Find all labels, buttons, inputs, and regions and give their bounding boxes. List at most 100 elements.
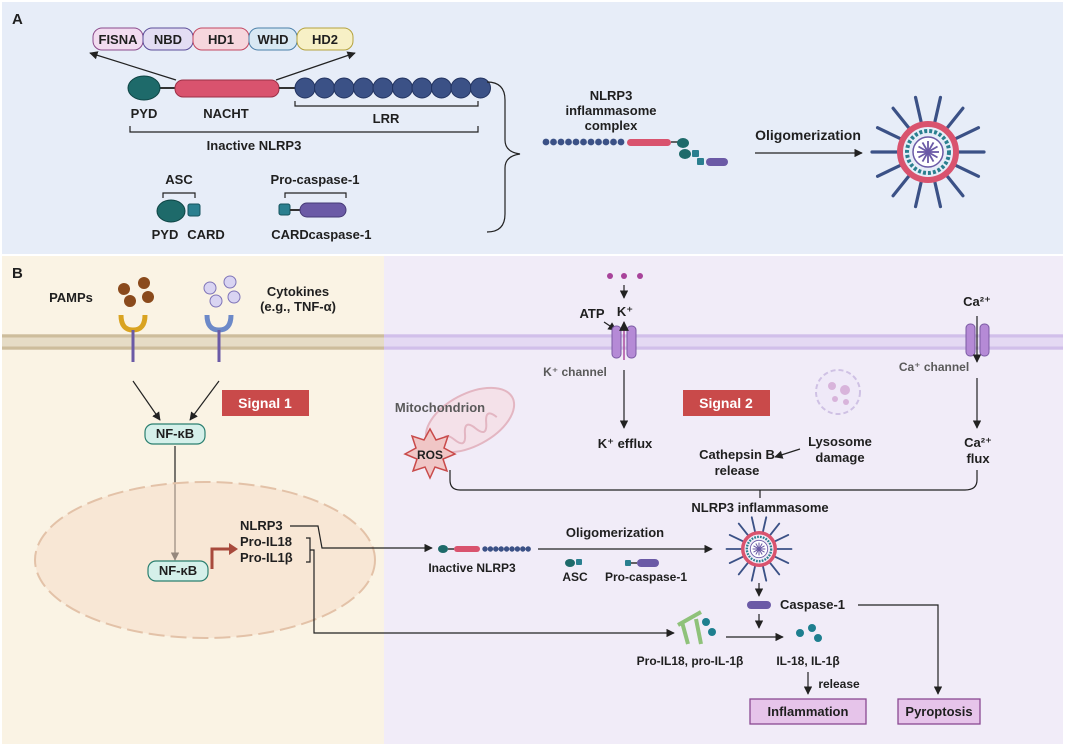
oligomer-core-spoke <box>921 151 929 162</box>
oligomer-core-spoke <box>927 151 938 159</box>
ca-flux-label-line1: Ca²⁺ <box>964 435 992 450</box>
small-procasp-domain <box>637 559 659 567</box>
k-channel-label: K⁺ channel <box>543 365 607 379</box>
il-dot <box>796 629 804 637</box>
asc-card-domain <box>187 203 201 217</box>
procasp-caspase-domain <box>299 202 347 218</box>
domain-hd1-label: HD1 <box>208 32 234 47</box>
lrr-bead <box>392 77 413 99</box>
domain-boxes: FISNA NBD HD1 WHD HD2 <box>92 27 354 51</box>
mitochondrion-label: Mitochondrion <box>395 400 485 415</box>
gene-proil1b-label: Pro-IL1β <box>240 550 293 565</box>
cytokine-to-nfkb-arrow <box>189 380 220 421</box>
oligomer-spoke <box>773 555 790 565</box>
domain-whd-label: WHD <box>257 32 288 47</box>
small-lrr-bead <box>520 546 526 552</box>
asc-pyd-label: PYD <box>152 227 179 242</box>
complex-lrr-bead <box>565 138 572 146</box>
oligomer-core-spoke <box>918 151 929 159</box>
lrr-bead <box>470 77 491 99</box>
cytokine-molecules <box>203 275 241 308</box>
pyroptosis-box <box>897 698 981 725</box>
lrr-bead <box>431 77 452 99</box>
pamp-to-nfkb-arrow <box>132 380 161 421</box>
ca-flux-label-line2: flux <box>966 451 990 466</box>
k-channel-right <box>626 325 637 359</box>
oligomer-spoke <box>875 163 903 178</box>
complex-label-line2: inflammasome <box>565 103 656 118</box>
complex-lrr-bead <box>595 138 602 146</box>
ros-burst-icon <box>403 427 457 480</box>
pro-il-bar <box>694 618 703 645</box>
small-pyd <box>438 545 448 553</box>
complex-casp-card <box>697 158 704 165</box>
lrr-bead <box>294 77 316 99</box>
caspase1-mark <box>747 601 771 609</box>
cytokines-label-line2: (e.g., TNF-α) <box>260 299 336 314</box>
oligomer-core-spoke <box>918 145 929 153</box>
domain-fisna-label: FISNA <box>99 32 139 47</box>
complex-lrr-bead <box>610 138 617 146</box>
nfkb-cytoplasm-box <box>144 423 206 445</box>
cytokine-dot <box>223 275 237 289</box>
il-dot <box>814 634 822 642</box>
complex-asc-card <box>692 150 699 157</box>
asc-pyd-domain <box>156 199 186 223</box>
signal2-label: Signal 2 <box>699 395 753 411</box>
ca-channel-right <box>979 323 990 357</box>
pamps-label: PAMPs <box>49 290 93 305</box>
lrr-bead <box>333 77 355 99</box>
gene-nlrp3-label: NLRP3 <box>240 518 283 533</box>
asc-b-label: ASC <box>562 570 588 584</box>
oligomer-spoke <box>737 561 750 576</box>
complex-label-line1: NLRP3 <box>590 88 633 103</box>
pamp-dot <box>142 291 154 303</box>
nfkb-nucleus-label: NF-κB <box>159 563 197 578</box>
procasp-caspase-label: caspase-1 <box>309 227 372 242</box>
lysosome-membrane <box>815 369 861 415</box>
il-molecules <box>796 624 822 642</box>
oligomer-core-spoke <box>758 543 763 550</box>
ca-ion-label: Ca²⁺ <box>963 294 991 309</box>
complex-caspase <box>706 158 728 166</box>
mitochondrion-cristae <box>442 412 498 446</box>
lysosome-label-line2: damage <box>815 450 864 465</box>
nlrp3-inflammasome-label: NLRP3 inflammasome <box>691 500 828 515</box>
oligomer-spoke <box>768 561 781 576</box>
caspase-to-pyroptosis-arrow <box>858 604 943 695</box>
pro-il-label: Pro-IL18, pro-IL-1β <box>637 654 744 668</box>
caspase1-label: Caspase-1 <box>780 597 845 612</box>
cathepsin-label-line2: release <box>715 463 760 478</box>
oligomer-core-spoke <box>753 548 760 553</box>
oligomer-spoke <box>913 95 923 125</box>
small-procasp-card <box>625 560 631 566</box>
oligomer-spoke <box>875 126 903 141</box>
lrr-bead <box>450 77 472 99</box>
oligomer-spoke <box>891 173 911 198</box>
oligomer-spoke <box>891 106 911 131</box>
ros-label: ROS <box>417 448 443 462</box>
oligomer-spoke <box>728 533 745 543</box>
cytokine-dot <box>227 290 241 304</box>
pro-il-dot <box>702 618 710 626</box>
oligomer-spoke <box>933 95 943 125</box>
nlrp3-to-inactive-arrow <box>290 525 433 553</box>
oligomer-core-spoke <box>927 151 935 162</box>
oligomer-asc-ring <box>905 129 951 175</box>
small-lrr-bead <box>503 546 510 552</box>
oligomerization-a-label: Oligomerization <box>755 127 861 143</box>
complex-lrr-bead <box>572 138 580 146</box>
oligomer-spoke <box>773 533 790 543</box>
nacht-label: NACHT <box>203 106 249 121</box>
inactive-nlrp3-small <box>438 545 531 553</box>
atp-dot <box>607 273 613 279</box>
procasp-title: Pro-caspase-1 <box>271 172 360 187</box>
oligomer-spoke <box>750 565 757 582</box>
nucleus <box>34 481 376 639</box>
oligomer-spoke <box>953 126 981 141</box>
oligomer-core-spoke <box>753 545 760 550</box>
lrr-bead <box>372 77 394 99</box>
oligomer-core-spoke <box>758 548 763 555</box>
membrane-right <box>384 334 1063 350</box>
